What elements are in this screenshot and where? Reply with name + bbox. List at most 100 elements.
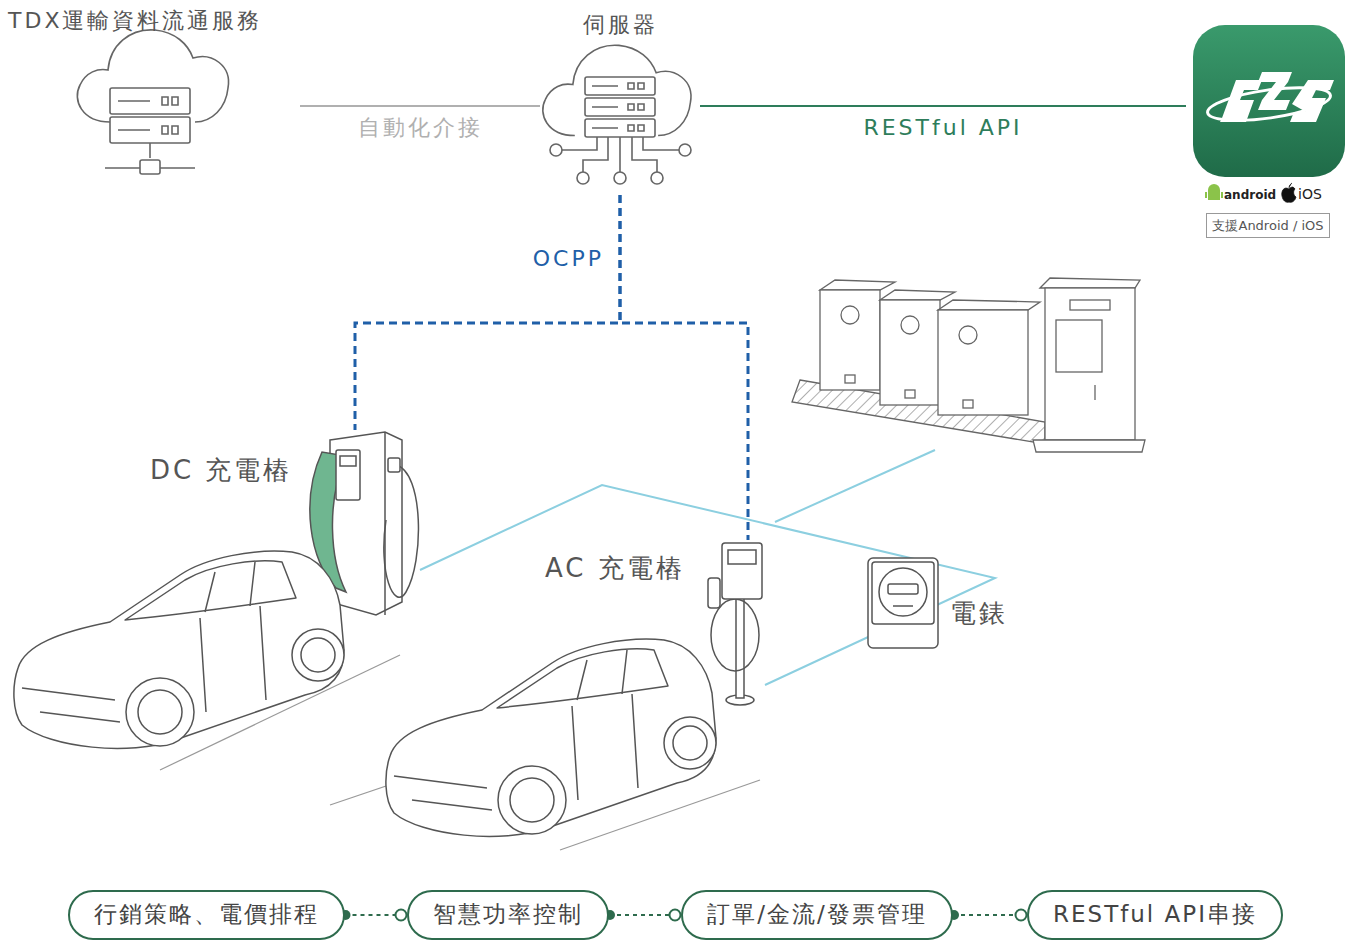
mobile-app: 支援Android / iOS android iOS [1186, 22, 1346, 244]
node-text: 伺服器 [583, 12, 658, 38]
transformer-station-part [1094, 385, 1095, 400]
server-cloud-icon-part [592, 83, 644, 131]
server-cloud-icon-part [550, 144, 562, 156]
tdx-cloud-icon-part [77, 30, 228, 122]
ac-charger-drawing-part [736, 598, 744, 698]
electric-meter-drawing-part [893, 605, 913, 607]
transformer-station-part [901, 316, 919, 334]
connector-ring [396, 910, 407, 921]
node-text: 行銷策略、電價排程 [94, 901, 319, 929]
transformer-station-part [1040, 278, 1140, 288]
transformer-station [792, 278, 1145, 452]
node-text: iOS [1298, 186, 1322, 203]
server-cloud-icon-part [651, 172, 663, 184]
electric-meter-drawing-part [868, 558, 938, 648]
app-icon-part [1220, 80, 1262, 122]
transformer-station-part [938, 310, 1028, 415]
server-cloud-icon [543, 45, 691, 184]
feature-pill: 智慧功率控制 [407, 890, 609, 940]
node-text: 訂單/金流/發票管理 [707, 901, 927, 929]
node-text: DC 充電樁 [150, 455, 292, 486]
node-text: 智慧功率控制 [433, 901, 583, 929]
ac-charger-drawing-part [722, 543, 762, 599]
node-text: 電錶 [950, 598, 1008, 629]
electric-meter: 電錶 [865, 555, 1020, 650]
dc-charger-drawing-part [336, 450, 360, 500]
connector [300, 106, 540, 107]
server-cloud-icon-part [614, 172, 626, 184]
server-cloud-icon-part [577, 172, 589, 184]
dc-charger-drawing-part [340, 456, 356, 466]
app-icon [1193, 25, 1345, 202]
electric-meter-drawing-part [888, 584, 918, 594]
connector-line [300, 105, 540, 107]
connector [605, 910, 681, 921]
tdx-cloud-icon [77, 30, 228, 174]
ac-charger-drawing [708, 543, 762, 705]
transformer-station-part [841, 306, 859, 324]
app-icon-part [1206, 192, 1222, 198]
transformer-station-part [938, 300, 1040, 310]
ac-charger: AC 充電樁 [540, 540, 775, 705]
transformer-station-part [1056, 320, 1102, 372]
feature-pill: 訂單/金流/發票管理 [681, 890, 953, 940]
edge-label: OCPP [529, 246, 608, 272]
app-icon-part [1282, 183, 1296, 202]
electric-meter-drawing-part [872, 562, 934, 624]
connector [949, 910, 1027, 921]
car-front [14, 551, 344, 748]
connector-line [700, 105, 1186, 107]
dc-charger-drawing-part [388, 458, 400, 472]
tdx-cloud-icon-part [140, 160, 160, 174]
node-text: RESTful API串接 [1053, 901, 1257, 929]
app-icon-part [1193, 25, 1345, 177]
power-wiring [420, 450, 995, 685]
node-text: android [1224, 188, 1276, 202]
node-text: TDX運輸資料流通服務 [8, 8, 262, 34]
edge-label: RESTful API [859, 115, 1026, 141]
transformer-station-part [1045, 288, 1135, 440]
connector [620, 195, 748, 540]
app-icon-part [1290, 80, 1334, 122]
power-wiring-part [775, 450, 935, 522]
edge-label: 自動化介接 [354, 115, 487, 141]
server-cloud-icon-part [562, 137, 679, 172]
transformer-station-part [880, 300, 940, 405]
transformer-station-part [1070, 300, 1110, 310]
transformer-station-part [880, 290, 955, 300]
transformer-station-part [845, 375, 855, 383]
feature-pill: 行銷策略、電價排程 [68, 890, 345, 940]
connector-line [355, 195, 620, 430]
dc-charger: DC 充電樁 [145, 430, 425, 620]
node-text: AC 充電樁 [545, 553, 685, 584]
cloud-service: TDX運輸資料流通服務 [5, 5, 300, 180]
connector-ring [670, 910, 681, 921]
server-cloud-icon-part [679, 144, 691, 156]
transformer-station-part [1033, 440, 1145, 452]
transformer-station-part [905, 390, 915, 398]
ac-charger-drawing-part [711, 599, 759, 671]
app-icon-part [1208, 184, 1220, 200]
power-wiring-part [420, 485, 995, 685]
car-back [386, 639, 716, 836]
tdx-cloud-icon-part [118, 97, 178, 134]
dc-charger-drawing-part [384, 465, 419, 597]
electric-meter-drawing [868, 558, 938, 648]
app-icon-part [1258, 72, 1292, 110]
connector [700, 106, 1186, 107]
feature-pill: RESTful API串接 [1027, 890, 1283, 940]
connector-line [620, 195, 748, 540]
transformer-station-part [963, 400, 973, 408]
node-text: 支援Android / iOS [1212, 218, 1323, 234]
ac-charger-drawing-part [708, 578, 720, 608]
ac-charger-drawing-part [728, 550, 756, 564]
electric-meter-drawing-part [879, 568, 927, 616]
transformer-station-part [820, 290, 880, 390]
platform-box: 支援Android / iOS [1206, 213, 1330, 238]
connector [355, 195, 620, 430]
transformer-station-part [820, 280, 895, 290]
connector-ring [1016, 910, 1027, 921]
connector [341, 910, 408, 921]
server: 伺服器 [540, 8, 700, 195]
